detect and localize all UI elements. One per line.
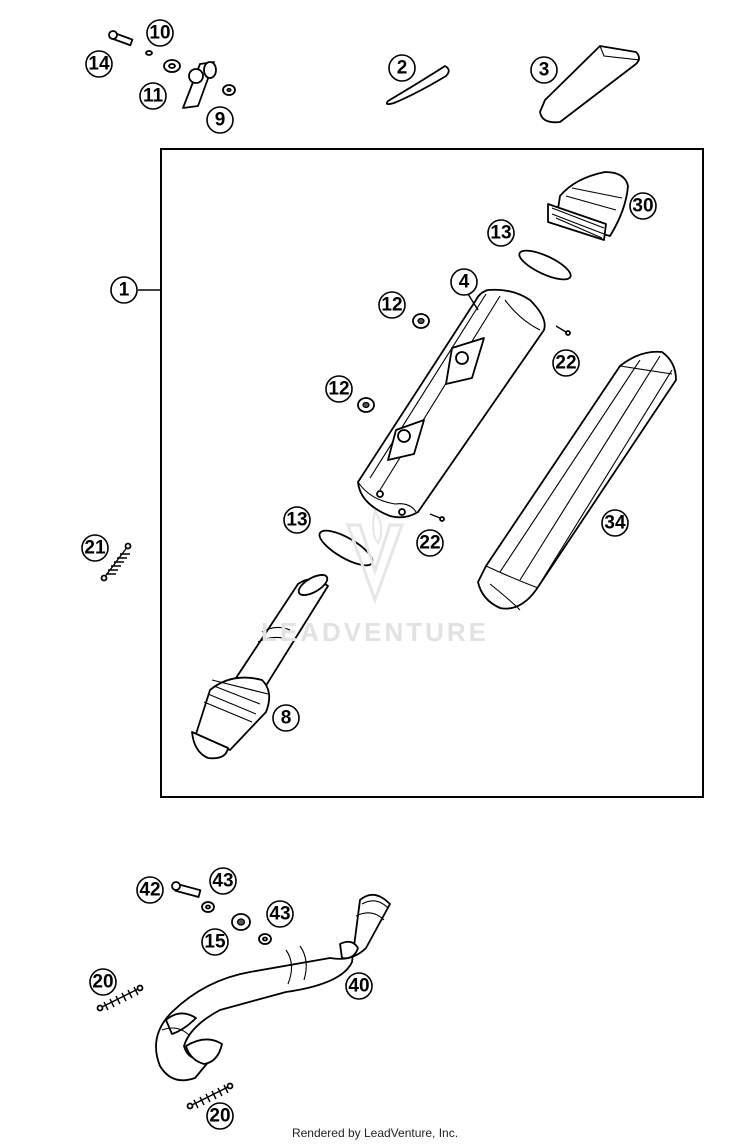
pad-2 <box>385 65 450 106</box>
bracket-9 <box>182 61 217 109</box>
callout-43-lower: 43 <box>266 900 294 928</box>
svg-text:10: 10 <box>149 23 170 44</box>
gasket-13-top <box>518 249 572 281</box>
svg-text:15: 15 <box>204 932 226 953</box>
callout-40: 40 <box>345 972 373 1000</box>
callout-42: 42 <box>136 876 164 904</box>
bolt-14 <box>108 30 134 47</box>
callout-8: 8 <box>272 704 300 732</box>
svg-text:13: 13 <box>286 510 307 531</box>
callout-3: 3 <box>530 56 558 84</box>
rivet-22-bottom <box>429 513 445 522</box>
spring-21 <box>100 542 132 582</box>
render-credit: Rendered by LeadVenture, Inc. <box>291 1126 459 1140</box>
nut-15 <box>231 913 251 931</box>
svg-text:21: 21 <box>84 538 106 559</box>
nut-12-lower <box>357 397 375 413</box>
svg-text:1: 1 <box>119 280 130 301</box>
silencer-cover-34 <box>477 350 677 611</box>
callout-12-lower: 12 <box>325 375 353 403</box>
washer-11 <box>163 59 181 73</box>
callout-2: 2 <box>388 54 416 82</box>
nut-9 <box>222 84 236 96</box>
svg-text:4: 4 <box>459 272 470 293</box>
svg-text:2: 2 <box>397 58 408 79</box>
callout-15: 15 <box>201 928 229 956</box>
gasket-13-bottom <box>318 529 374 567</box>
svg-text:12: 12 <box>381 295 402 316</box>
callout-11: 11 <box>139 82 167 110</box>
spring-20-bottom <box>186 1082 234 1110</box>
callout-13-upper: 13 <box>487 219 515 247</box>
svg-text:9: 9 <box>215 110 226 131</box>
svg-text:11: 11 <box>143 86 164 107</box>
header-pipe-40 <box>155 894 391 1082</box>
callout-14: 14 <box>85 50 113 78</box>
svg-text:22: 22 <box>419 533 440 554</box>
callout-34: 34 <box>601 509 629 537</box>
callout-12-upper: 12 <box>378 291 406 319</box>
rivet-22-top <box>555 325 571 336</box>
callout-20-bottom: 20 <box>206 1102 234 1130</box>
callout-13-lower: 13 <box>283 506 311 534</box>
callout-9: 9 <box>206 106 234 134</box>
svg-text:20: 20 <box>92 972 113 993</box>
callout-20-left: 20 <box>89 968 117 996</box>
link-pipe-8 <box>191 574 329 760</box>
assembly-frame <box>160 148 704 798</box>
callout-22-upper: 22 <box>552 349 580 377</box>
washer-43-upper <box>201 901 215 913</box>
callout-30: 30 <box>629 192 657 220</box>
svg-text:43: 43 <box>269 904 290 925</box>
callout-21: 21 <box>81 534 109 562</box>
svg-text:30: 30 <box>632 196 653 217</box>
svg-text:43: 43 <box>212 871 233 892</box>
svg-text:13: 13 <box>490 223 511 244</box>
svg-text:40: 40 <box>348 976 369 997</box>
washer-43-lower <box>258 933 272 945</box>
svg-text:20: 20 <box>209 1106 230 1127</box>
silencer-body-4 <box>357 288 546 519</box>
nut-12-upper <box>412 313 430 329</box>
callout-10: 10 <box>146 19 174 47</box>
callout-4: 4 <box>450 268 478 296</box>
svg-text:34: 34 <box>604 513 626 534</box>
pad-3 <box>539 45 641 124</box>
spring-20-left <box>96 984 144 1012</box>
callout-22-lower: 22 <box>416 529 444 557</box>
svg-text:14: 14 <box>88 54 110 75</box>
svg-text:3: 3 <box>539 60 550 81</box>
washer-10 <box>145 50 153 56</box>
end-cap-30 <box>547 171 629 241</box>
callout-1: 1 <box>110 276 138 304</box>
callout-43-upper: 43 <box>209 867 237 895</box>
svg-text:8: 8 <box>281 708 292 729</box>
bolt-42 <box>171 881 202 898</box>
svg-text:42: 42 <box>139 880 160 901</box>
svg-text:12: 12 <box>328 379 349 400</box>
svg-text:22: 22 <box>555 353 576 374</box>
